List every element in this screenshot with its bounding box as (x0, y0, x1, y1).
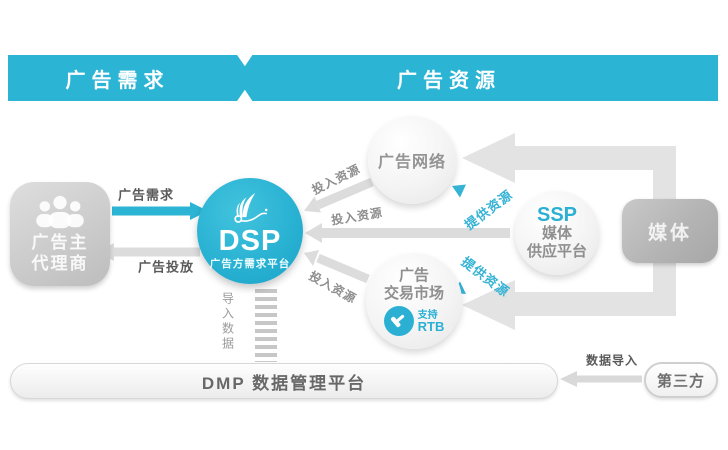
data-import-arrow-head (560, 371, 577, 387)
third-party-label: 第三方 (656, 372, 705, 390)
ad-network-label: 广告网络 (377, 154, 446, 171)
advertiser-label-line1: 广告主 (31, 233, 89, 252)
dsp-subtitle: 广告方需求平台 (209, 258, 291, 270)
ssp-label-line2: 供应平台 (526, 243, 587, 260)
flow-label-ad-demand: 广告需求 (117, 187, 175, 203)
flow-label-import-data: 导入数据 (220, 292, 235, 352)
ad-demand-arrow-head (190, 202, 208, 220)
media-resource-flow-arrow (462, 133, 676, 330)
dsp-platform-circle: DSP 广告方需求平台 (197, 178, 303, 284)
ssp-title: SSP (536, 204, 578, 226)
gavel-badge (383, 305, 414, 336)
invest-arrow-top-head (304, 196, 321, 213)
ad-exchange-label-line1: 广告 (398, 266, 429, 284)
rtb-label: RTB (417, 318, 445, 334)
butterfly-logo-icon (234, 192, 268, 223)
banner-ad-resources-label: 广告资源 (397, 69, 501, 92)
rtb-support-row: 支持 RTB (383, 305, 445, 336)
banner-ad-resources: 广告资源 (237, 55, 718, 101)
advertiser-label-line2: 代理商 (31, 254, 89, 273)
invest-arrow-bottom-line (316, 253, 370, 284)
ad-exchange-circle: 广告 交易市场 支持 RTB (366, 253, 462, 349)
people-icon (36, 195, 84, 229)
media-label: 媒体 (647, 222, 692, 244)
flow-label-data-import: 数据导入 (585, 353, 639, 368)
invest-arrow-bottom-head (304, 250, 319, 266)
ad-network-circle: 广告网络 (368, 116, 456, 204)
advertiser-agency-box: 广告主 代理商 (10, 182, 110, 286)
invest-arrow-top-line (316, 177, 374, 210)
ssp-platform-circle: SSP 媒体 供应平台 (515, 191, 599, 275)
third-party-pill: 第三方 (644, 362, 718, 398)
flow-label-ad-delivery: 广告投放 (137, 259, 195, 275)
dsp-dmp-data-pipe (255, 289, 277, 362)
dmp-platform-bar: DMP 数据管理平台 (10, 363, 558, 399)
ad-exchange-label-line2: 交易市场 (383, 284, 444, 302)
media-box: 媒体 (622, 199, 718, 263)
ssp-label-line1: 媒体 (541, 225, 572, 242)
gavel-icon (390, 314, 404, 327)
invest-arrow-middle-head (305, 223, 322, 243)
dmp-label: DMP 数据管理平台 (201, 373, 367, 393)
rtb-text: 支持 RTB (417, 309, 445, 334)
banner-ad-demand: 广告需求 (8, 55, 253, 101)
rtb-support-label: 支持 (417, 309, 438, 321)
dsp-title: DSP (218, 225, 282, 257)
provide-arrow-top-head (452, 184, 466, 198)
banner-ad-demand-label: 广告需求 (65, 69, 170, 92)
